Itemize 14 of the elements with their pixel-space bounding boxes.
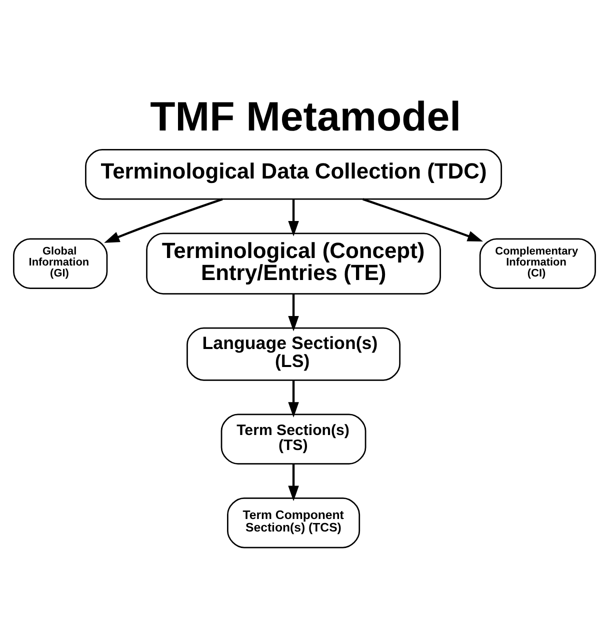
- node-box: Term Section(s) (TS): [220, 413, 366, 464]
- node-box: Terminological (Concept) Entry/Entries (TE): [146, 232, 441, 294]
- arrow: [288, 463, 299, 501]
- arrow: [362, 198, 483, 241]
- node-box: Global Information (GI): [13, 238, 108, 288]
- arrow: [288, 294, 299, 331]
- node-box: Language Section(s) (LS): [186, 326, 401, 380]
- node-box: Term Component Section(s) (TCS): [227, 496, 360, 548]
- node-box: Terminological Data Collection (TDC): [85, 148, 502, 200]
- arrow: [288, 198, 299, 236]
- node-box: Complementary Information (CI): [479, 238, 596, 288]
- diagram-title: TMF Metamodel: [150, 93, 462, 140]
- arrow: [104, 198, 223, 242]
- arrow: [288, 380, 299, 418]
